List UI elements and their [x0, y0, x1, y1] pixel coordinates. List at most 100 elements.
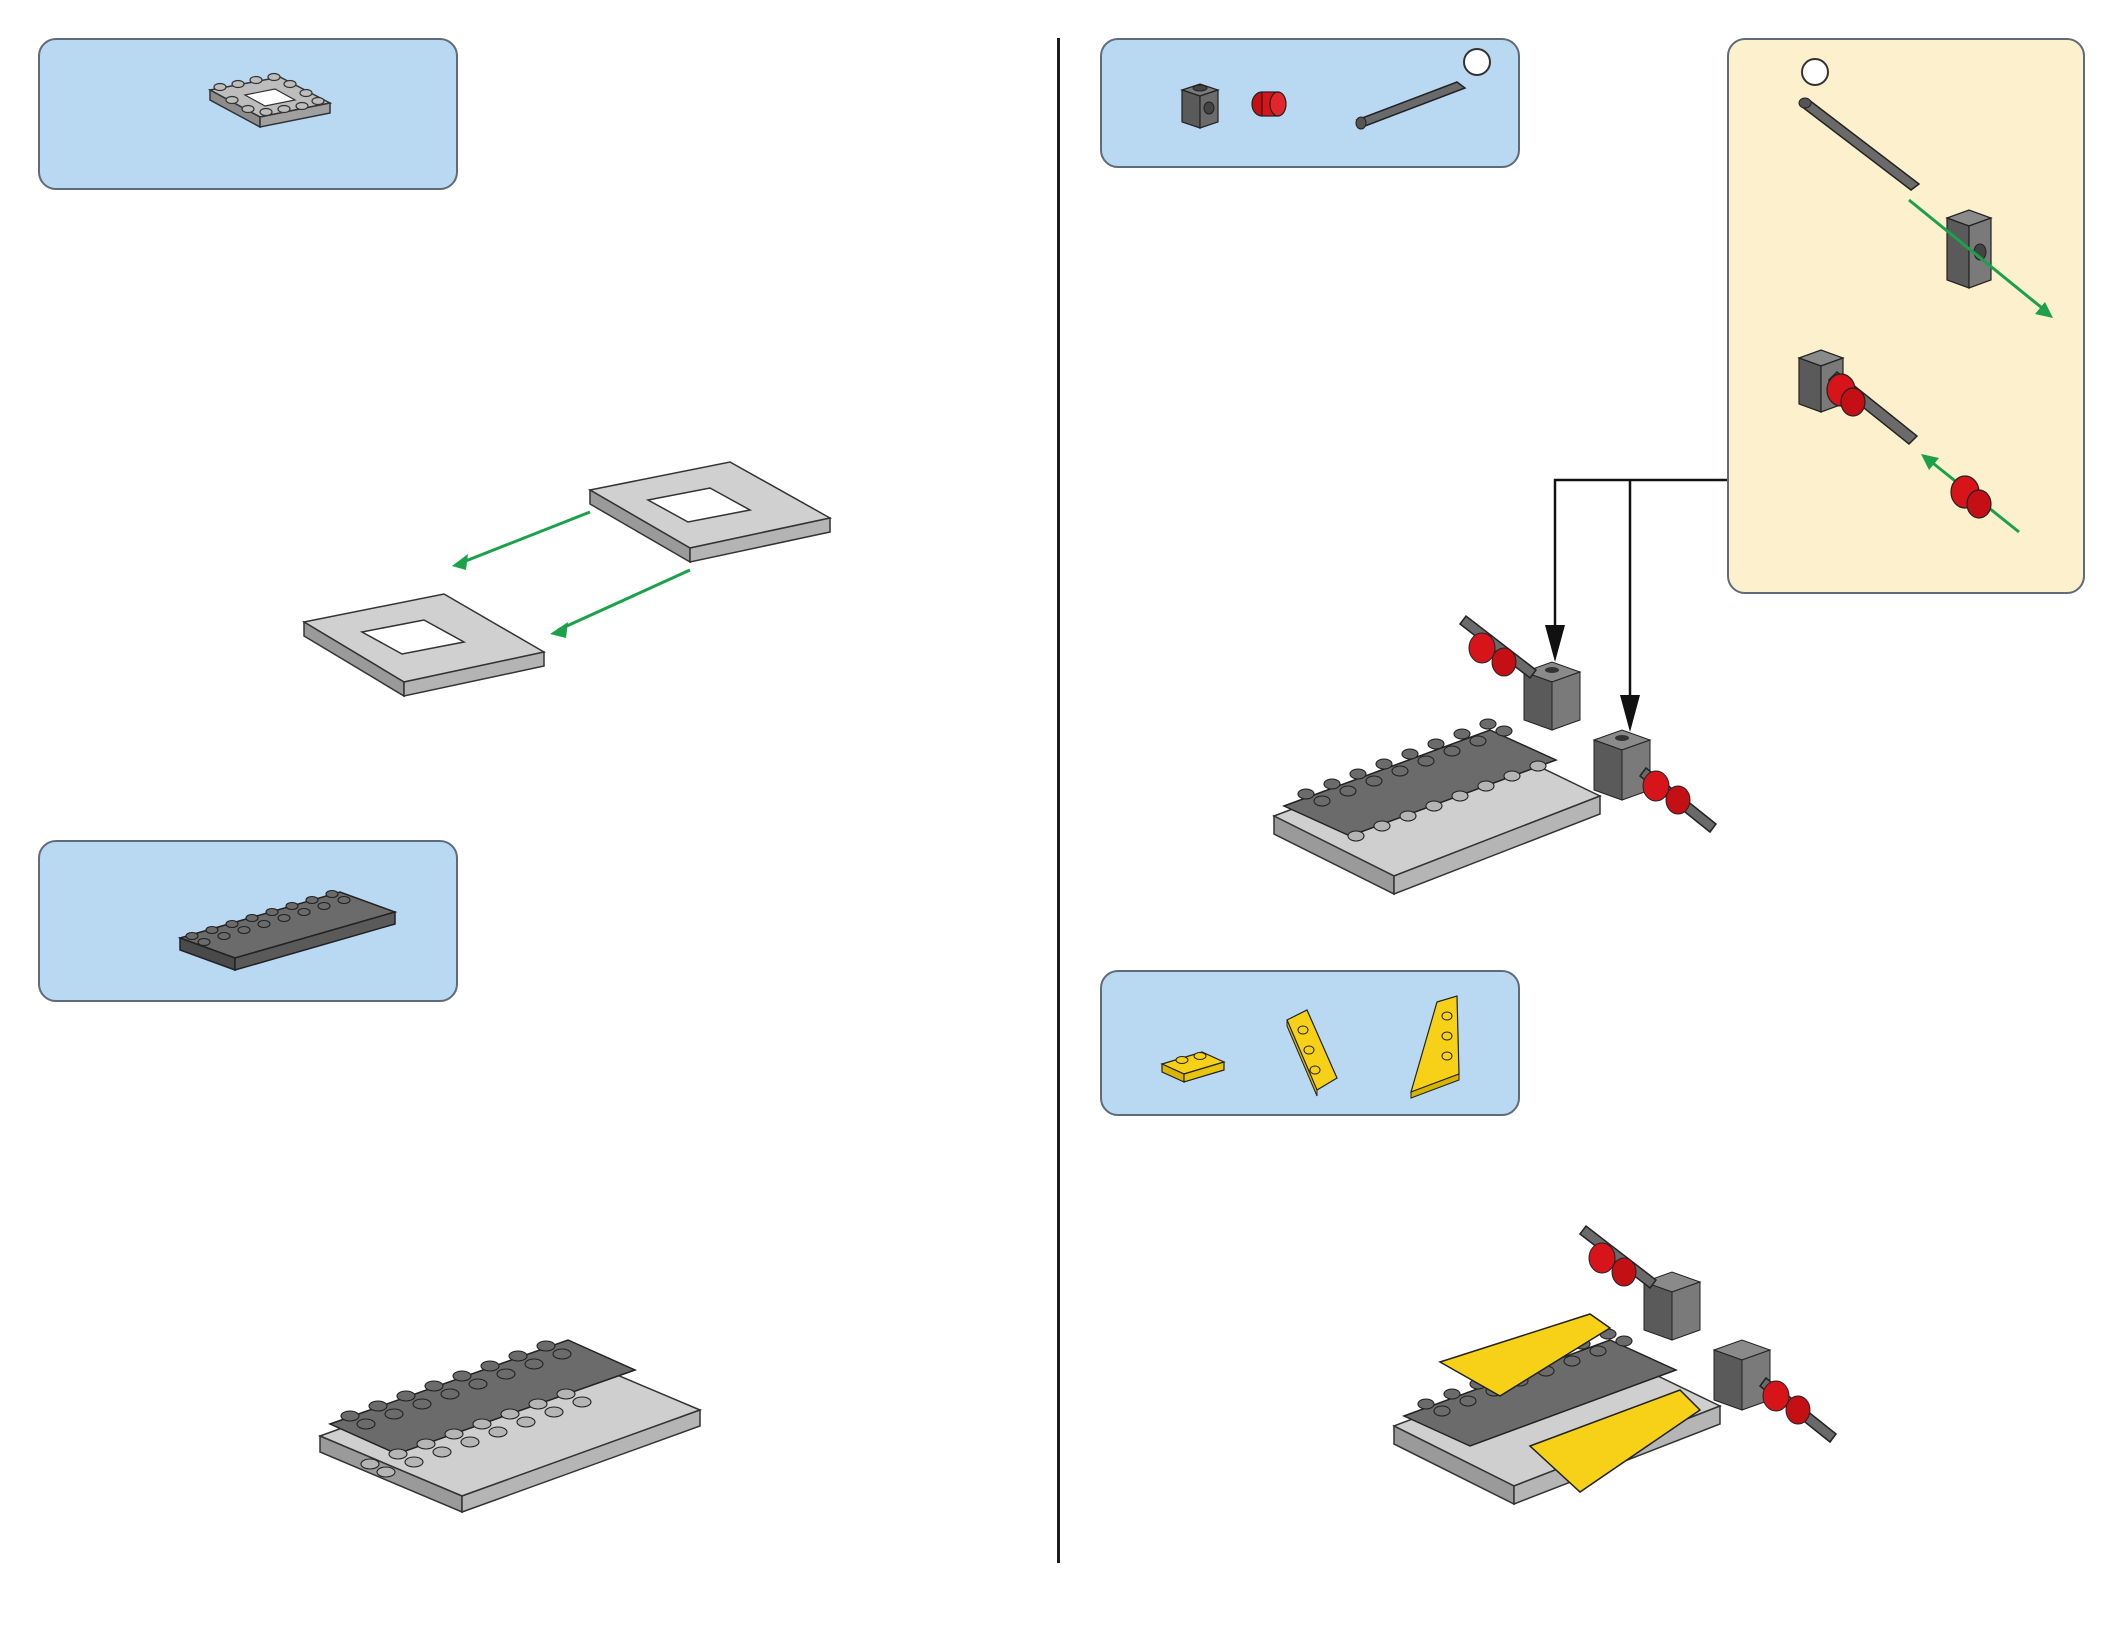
technic-brick-icon — [1182, 84, 1218, 128]
stud — [573, 1397, 591, 1407]
stud — [1530, 761, 1546, 771]
stud — [1426, 801, 1442, 811]
stud — [405, 1457, 423, 1467]
stud — [218, 933, 230, 940]
wedge-plate-left-icon — [1411, 996, 1459, 1098]
stud — [1418, 1399, 1434, 1409]
stud — [341, 1411, 359, 1421]
stud — [1454, 729, 1470, 739]
parts-box-step-4 — [1100, 970, 1520, 1116]
stud — [306, 897, 318, 904]
parts-box-step-2 — [38, 840, 458, 1002]
stud — [497, 1369, 515, 1379]
stud — [1564, 1356, 1580, 1366]
axle-sub — [1799, 98, 1919, 190]
stud — [1374, 821, 1390, 831]
stud — [369, 1401, 387, 1411]
stud — [1504, 771, 1520, 781]
step-3-circle-badge — [1463, 48, 1491, 76]
stud — [481, 1361, 499, 1371]
axle-front-with-bushes — [1640, 768, 1716, 832]
stud — [1376, 759, 1392, 769]
stud — [1478, 781, 1494, 791]
sub-assembly-callout — [1727, 38, 2085, 594]
stud — [397, 1391, 415, 1401]
stud — [461, 1437, 479, 1447]
stud — [186, 933, 198, 940]
stud — [266, 909, 278, 916]
insert-arrow-bottom — [558, 570, 690, 630]
stud — [238, 927, 250, 934]
stud — [501, 1409, 519, 1419]
stud — [1324, 779, 1340, 789]
step-4-parts-icons — [1102, 972, 1522, 1118]
callout-circle-badge — [1801, 58, 1829, 86]
stud — [509, 1351, 527, 1361]
stud — [318, 903, 330, 910]
stud — [1470, 736, 1486, 746]
loose-bush — [1951, 476, 1991, 518]
stud — [413, 1399, 431, 1409]
step-1-assembly-illustration — [280, 430, 880, 750]
frame-plate-right — [590, 462, 830, 562]
parts-box-step-3 — [1100, 38, 1520, 168]
axle-back-4 — [1580, 1226, 1656, 1288]
stud — [286, 903, 298, 910]
stud — [298, 909, 310, 916]
axle-icon — [1356, 82, 1465, 129]
stud — [537, 1341, 555, 1351]
stud — [357, 1419, 375, 1429]
parts-box-step-1 — [38, 38, 458, 190]
stud — [473, 1419, 491, 1429]
insert-arrow-top — [458, 512, 590, 564]
stud — [1418, 756, 1434, 766]
brick-with-bush — [1799, 350, 1917, 444]
technic-brick-front — [1594, 730, 1650, 800]
stud — [1340, 786, 1356, 796]
stud — [326, 891, 338, 898]
stud — [1298, 789, 1314, 799]
stud — [1392, 766, 1408, 776]
stud — [525, 1359, 543, 1369]
stud — [489, 1427, 507, 1437]
plate-2x8-part-icon — [40, 842, 460, 1004]
stud — [361, 1459, 379, 1469]
stud — [206, 927, 218, 934]
step-4-assembly-illustration — [1380, 1210, 1900, 1570]
axle-front-4 — [1760, 1378, 1836, 1442]
stud — [517, 1417, 535, 1427]
stud — [1496, 726, 1512, 736]
stud — [1350, 769, 1366, 779]
frame-plate-left — [304, 594, 544, 696]
stud — [1460, 1396, 1476, 1406]
axle-back-with-bushes — [1460, 616, 1536, 678]
frame-plate-part-icon — [40, 40, 460, 192]
stud — [417, 1439, 435, 1449]
stud — [1452, 791, 1468, 801]
stud — [469, 1379, 487, 1389]
stud — [1590, 1346, 1606, 1356]
stud — [529, 1399, 547, 1409]
stud — [441, 1389, 459, 1399]
stud — [545, 1407, 563, 1417]
step-2-assembly-illustration — [310, 1300, 790, 1560]
stud — [278, 915, 290, 922]
stud — [453, 1371, 471, 1381]
step-3-assembly-illustration — [1260, 600, 1740, 920]
stud — [377, 1467, 395, 1477]
step-3-parts-icons — [1102, 40, 1522, 170]
sub-assembly-illustration — [1729, 40, 2087, 596]
stud — [433, 1447, 451, 1457]
technic-brick-front-4 — [1714, 1340, 1770, 1410]
stud — [389, 1449, 407, 1459]
stud — [1434, 1406, 1450, 1416]
stud — [385, 1409, 403, 1419]
stud — [1616, 1336, 1632, 1346]
stud — [226, 921, 238, 928]
page-divider — [1057, 38, 1060, 1563]
stud — [553, 1349, 571, 1359]
stud — [445, 1429, 463, 1439]
stud — [1314, 796, 1330, 806]
stud — [1400, 811, 1416, 821]
stud — [338, 897, 350, 904]
